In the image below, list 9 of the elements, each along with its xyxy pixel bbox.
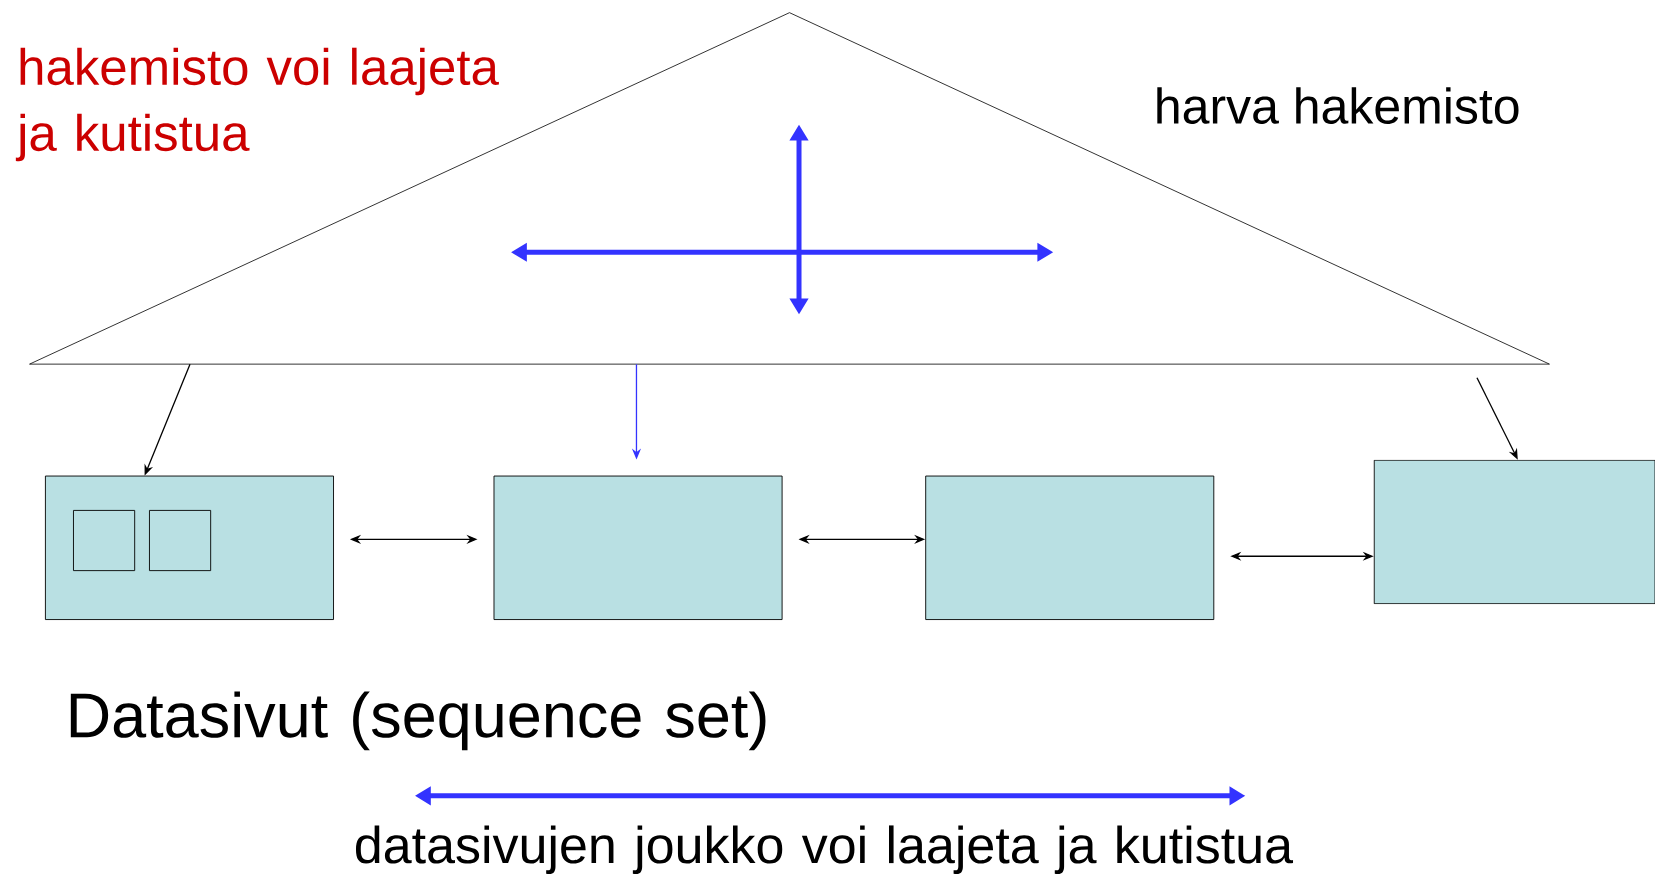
data-page-box <box>925 475 1215 620</box>
data-page-box <box>493 475 783 620</box>
record-box <box>73 509 136 571</box>
note-text: datasivujen joukko voi laajeta ja kutistua <box>356 825 1293 874</box>
data-page-box <box>1373 459 1655 605</box>
hakemisto-note: hakemisto voi laajeta ja kutistua <box>15 47 499 162</box>
node-caption: harva hakemisto <box>1157 87 1519 124</box>
record-box <box>149 509 212 571</box>
section-title: Datasivut (sequence set) <box>70 691 766 751</box>
